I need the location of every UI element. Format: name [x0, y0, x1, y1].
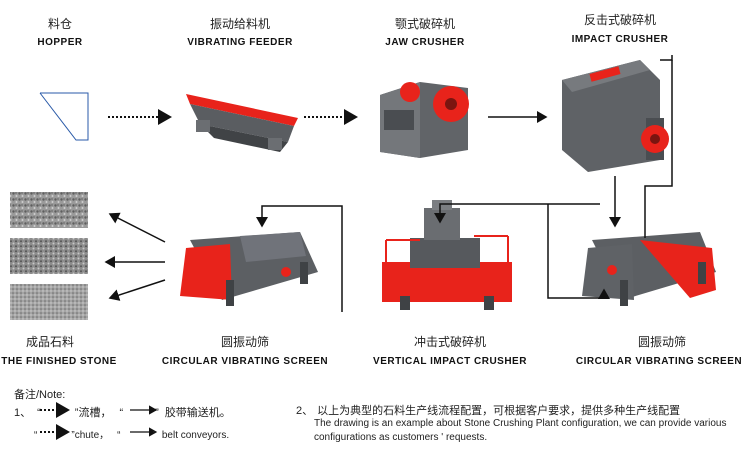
note1-number: 1、: [14, 407, 32, 419]
note2-en-line2: configurations as customers ' requests.: [314, 432, 488, 443]
note2-en-line1: The drawing is an example about Stone Cr…: [314, 418, 727, 429]
note1-line2: “”chute，“”belt conveyors.: [14, 426, 229, 441]
belt-arrow-screen-top-return: [644, 60, 673, 238]
finished-label-zh: 成品石料: [25, 335, 74, 349]
belt-arrow-vertical-screenleft: [256, 205, 343, 312]
screen-right-drawing: [582, 232, 716, 306]
quote-close-1: ”: [74, 407, 79, 419]
jaw-crusher-drawing: [380, 82, 469, 158]
vertical-label-en: VERTICAL IMPACT CRUSHER: [373, 356, 527, 367]
finished-label-en: THE FINISHED STONE: [1, 356, 117, 367]
quote-close-4: ”: [152, 430, 156, 441]
output-arrow-1: [108, 212, 166, 243]
vertical-label-zh: 冲击式破碎机: [413, 335, 486, 349]
impact-crusher-drawing: [562, 60, 669, 172]
screen-right-label-en: CIRCULAR VIBRATING SCREEN: [575, 356, 743, 367]
hopper-label-zh: 料仓: [47, 17, 72, 31]
screen-right-label-zh: 圆振动筛: [637, 335, 686, 349]
feeder-label-en: VIBRATING FEEDER: [187, 37, 293, 48]
note2-zh: 2、以上为典型的石料生产线流程配置，可根据客户要求，提供多种生产线配置: [296, 402, 680, 418]
screen-left-label-zh: 圆振动筛: [220, 335, 269, 349]
screen-left-label-en: CIRCULAR VIBRATING SCREEN: [161, 356, 329, 367]
belt-arrow-screen-vertical: [434, 203, 600, 224]
output-arrow-3: [108, 279, 166, 301]
jaw-label-zh: 颚式破碎机: [394, 17, 455, 31]
note1-line1: 1、“”流槽，“”胶带输送机。: [14, 404, 231, 420]
quote-open-4: “: [117, 430, 121, 441]
hopper-drawing: [39, 92, 89, 141]
finished-stone-sample-coarse: [10, 192, 88, 228]
belt-arrow-impact-return: [660, 55, 673, 61]
quote-close-3: ”: [71, 430, 75, 441]
impact-label-zh: 反击式破碎机: [583, 13, 656, 27]
note2-text-zh: 以上为典型的石料生产线流程配置，可根据客户要求，提供多种生产线配置: [317, 405, 681, 417]
screen-left-drawing: [180, 232, 318, 306]
impact-label-en: IMPACT CRUSHER: [571, 34, 669, 45]
hopper-label-en: HOPPER: [37, 37, 83, 48]
quote-open-2: “: [119, 407, 124, 419]
belt-label-en: belt conveyors.: [161, 430, 230, 441]
vibrating-feeder-drawing: [186, 94, 298, 152]
quote-open-3: “: [34, 430, 38, 441]
finished-stone-sample-medium: [10, 238, 88, 274]
quote-open-1: “: [37, 407, 41, 419]
quote-close-2: ”: [155, 407, 159, 419]
feeder-label-zh: 振动给料机: [209, 17, 270, 31]
belt-label-zh: 胶带输送机。: [164, 407, 231, 419]
finished-stone-sample-fine: [10, 284, 88, 320]
vertical-crusher-drawing: [382, 200, 512, 310]
notes-title: 备注/Note:: [14, 389, 66, 401]
note2-number: 2、: [296, 405, 314, 417]
belt-arrow-vertical-screen: [547, 204, 610, 299]
chute-label-en: chute，: [74, 430, 110, 441]
chute-label-zh: 流槽，: [78, 407, 112, 419]
jaw-label-en: JAW CRUSHER: [385, 37, 465, 48]
